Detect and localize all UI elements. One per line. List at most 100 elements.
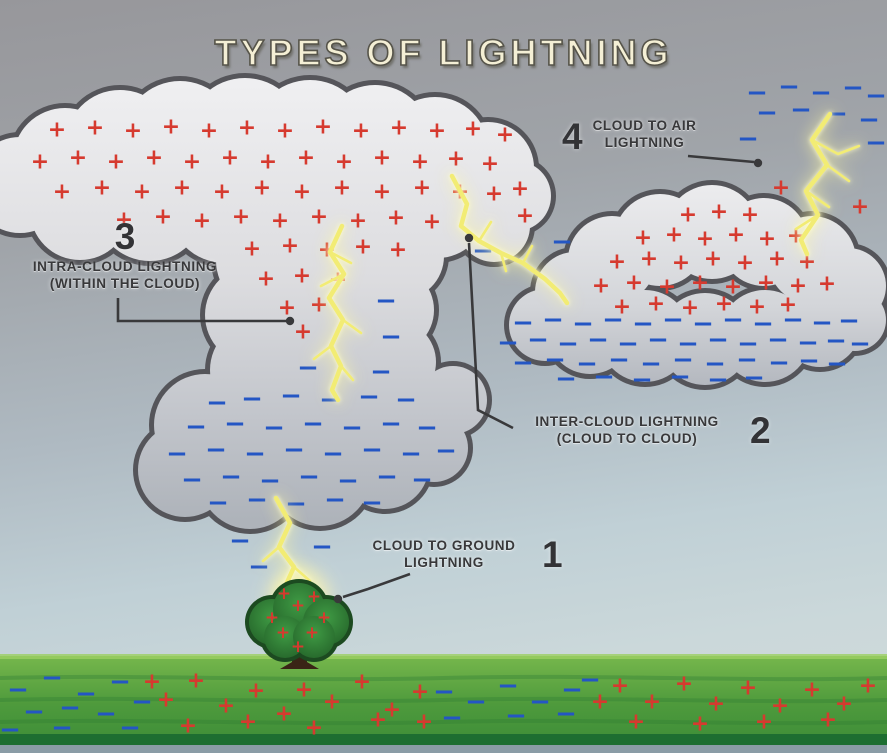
svg-text:+: + xyxy=(415,710,433,735)
svg-text:−: − xyxy=(7,675,29,705)
svg-text:+: + xyxy=(276,623,290,643)
svg-text:+: + xyxy=(278,296,296,321)
svg-text:+: + xyxy=(257,267,275,292)
svg-text:−: − xyxy=(672,345,694,375)
svg-text:−: − xyxy=(311,532,333,562)
svg-text:−: − xyxy=(220,462,242,492)
svg-text:+: + xyxy=(115,208,133,233)
svg-text:+: + xyxy=(265,608,279,628)
svg-text:+: + xyxy=(591,690,609,715)
svg-text:+: + xyxy=(779,293,797,318)
svg-text:−: − xyxy=(826,349,848,379)
svg-text:+: + xyxy=(835,692,853,717)
svg-text:+: + xyxy=(48,118,66,143)
inter-cloud-connector xyxy=(467,242,514,430)
intra-cloud-lightning-bolt xyxy=(312,223,363,403)
svg-text:+: + xyxy=(516,204,534,229)
svg-text:+: + xyxy=(710,200,728,225)
tree-positive-charges: ++++++++ xyxy=(265,584,331,657)
svg-text:−: − xyxy=(677,329,699,359)
svg-text:+: + xyxy=(53,180,71,205)
svg-text:−: − xyxy=(810,78,832,108)
ground-positive-charges: ++++++++++++++++++++++++++++++ xyxy=(143,669,877,741)
svg-text:+: + xyxy=(757,271,775,296)
svg-text:+: + xyxy=(665,223,683,248)
svg-text:+: + xyxy=(157,688,175,713)
svg-text:−: − xyxy=(797,328,819,358)
svg-text:−: − xyxy=(746,78,768,108)
svg-text:+: + xyxy=(772,176,790,201)
svg-text:−: − xyxy=(662,305,684,335)
svg-text:−: − xyxy=(858,105,880,135)
cloud-to-ground-pointer-dot xyxy=(333,594,343,604)
svg-text:−: − xyxy=(736,345,758,375)
label-number-4: 4 xyxy=(562,116,583,157)
svg-text:+: + xyxy=(748,295,766,320)
svg-text:−: − xyxy=(527,325,549,355)
svg-text:−: − xyxy=(400,439,422,469)
svg-text:+: + xyxy=(310,205,328,230)
svg-text:−: − xyxy=(737,124,759,154)
svg-text:−: − xyxy=(0,715,21,745)
intra-cloud-pointer-dot xyxy=(285,316,295,326)
svg-text:+: + xyxy=(647,292,665,317)
svg-text:+: + xyxy=(592,274,610,299)
svg-text:−: − xyxy=(838,306,860,336)
svg-text:−: − xyxy=(229,526,251,556)
cloud-to-air-connector xyxy=(687,154,755,164)
svg-text:+: + xyxy=(691,712,709,737)
svg-text:−: − xyxy=(185,412,207,442)
svg-text:−: − xyxy=(224,409,246,439)
svg-text:+: + xyxy=(511,177,529,202)
svg-text:−: − xyxy=(737,329,759,359)
svg-text:−: − xyxy=(640,349,662,379)
svg-text:−: − xyxy=(707,365,729,395)
air-positive-charges: ++ xyxy=(772,176,869,220)
svg-text:+: + xyxy=(818,272,836,297)
svg-text:+: + xyxy=(200,119,218,144)
inter-cloud-pointer-dot xyxy=(464,233,474,243)
svg-text:−: − xyxy=(435,436,457,466)
label-text-intra-cloud: INTRA-CLOUD LIGHTNING (WITHIN THE CLOUD) xyxy=(32,259,218,291)
svg-text:−: − xyxy=(602,305,624,335)
svg-text:−: − xyxy=(302,409,324,439)
svg-text:−: − xyxy=(512,348,534,378)
svg-text:−: − xyxy=(865,128,887,158)
svg-text:+: + xyxy=(859,674,877,699)
svg-text:+: + xyxy=(691,271,709,296)
svg-text:−: − xyxy=(341,413,363,443)
inter-cloud-lightning-bolt xyxy=(449,173,570,306)
svg-text:+: + xyxy=(771,694,789,719)
svg-text:−: − xyxy=(380,409,402,439)
svg-text:−: − xyxy=(131,687,153,717)
big-cloud-negative-charges: −−−−−−−−−−−−−−−−−−−−−−−−−−−−−−−−−−−−− xyxy=(166,286,457,519)
svg-text:+: + xyxy=(107,150,125,175)
svg-text:+: + xyxy=(143,670,161,695)
svg-text:+: + xyxy=(295,678,313,703)
inter-cloud-negative-charges: −− xyxy=(472,227,573,266)
svg-text:+: + xyxy=(413,176,431,201)
svg-text:−: − xyxy=(361,435,383,465)
svg-text:−: − xyxy=(244,439,266,469)
svg-text:+: + xyxy=(798,250,816,275)
svg-text:+: + xyxy=(369,708,387,733)
svg-text:+: + xyxy=(739,676,757,701)
svg-text:+: + xyxy=(411,680,429,705)
svg-text:+: + xyxy=(179,714,197,739)
svg-text:+: + xyxy=(464,117,482,142)
callout-connectors xyxy=(116,154,763,604)
svg-text:−: − xyxy=(579,665,601,695)
svg-text:−: − xyxy=(512,308,534,338)
svg-text:+: + xyxy=(758,227,776,252)
svg-text:+: + xyxy=(293,180,311,205)
svg-text:−: − xyxy=(75,679,97,709)
big-cloud-positive-charges: ++++++++++++++++++++++++++++++++++++++++… xyxy=(31,115,514,345)
svg-text:+: + xyxy=(187,669,205,694)
svg-text:−: − xyxy=(324,485,346,515)
svg-text:+: + xyxy=(715,292,733,317)
svg-text:−: − xyxy=(790,95,812,125)
svg-text:−: − xyxy=(743,363,765,393)
svg-text:+: + xyxy=(625,271,643,296)
svg-text:+: + xyxy=(259,150,277,175)
svg-text:+: + xyxy=(69,146,87,171)
